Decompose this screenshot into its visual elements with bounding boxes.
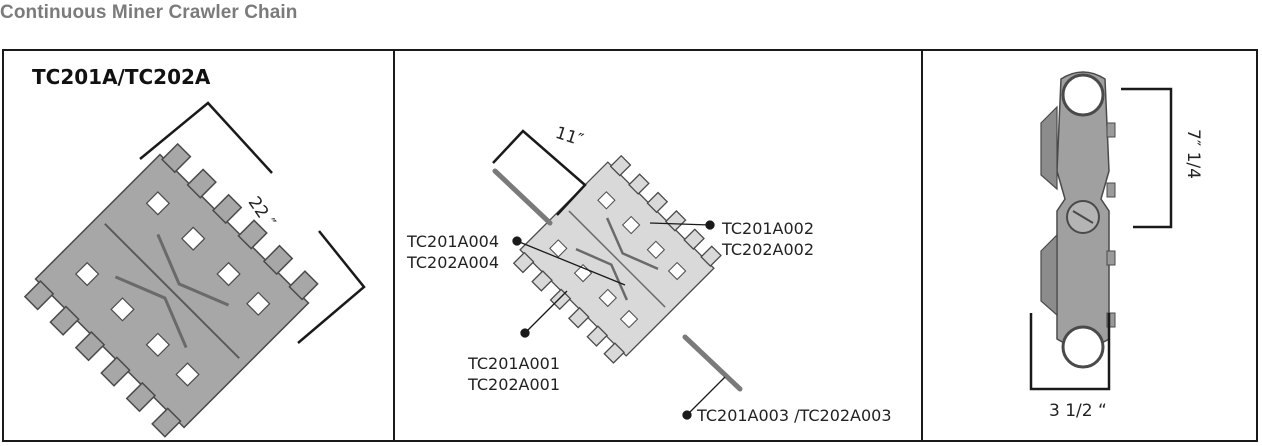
part-label-004: TC201A004 TC202A004 — [407, 232, 500, 272]
panel-middle: 11″ TC201A004 TC202A004 TC201A002 TC202A… — [395, 51, 921, 440]
crawler-pad-illustration — [23, 101, 366, 438]
panel-left: TC201A/TC202A — [4, 51, 393, 440]
model-title: TC201A/TC202A — [32, 65, 211, 89]
panel-right: 7″ 1/4 3 1/2 “ — [923, 51, 1258, 440]
part-label-003: TC201A003 /TC202A003 — [697, 406, 892, 425]
dimension-bracket-22 — [139, 101, 273, 174]
dimension-vertical: 7″ 1/4 — [1183, 129, 1203, 179]
dimension-horizontal: 3 1/2 “ — [1049, 401, 1107, 421]
diagram-frame: TC201A/TC202A — [2, 49, 1258, 442]
part-label-001: TC201A001 TC202A001 — [468, 354, 561, 394]
pin-bottom — [682, 334, 743, 392]
dimension-bracket-11 — [492, 129, 587, 216]
dimension-bracket-vertical — [1121, 87, 1173, 229]
exploded-pad-illustration — [492, 129, 743, 420]
dimension-bracket-horizontal — [1029, 313, 1111, 391]
chain-link-body — [1040, 71, 1116, 369]
divider-right — [921, 51, 923, 440]
part-label-002: TC201A002 TC202A002 — [722, 219, 815, 259]
chain-link-illustration — [1029, 71, 1173, 391]
pin-top — [492, 168, 553, 226]
page-title: Continuous Miner Crawler Chain — [0, 2, 298, 23]
divider-left — [393, 51, 395, 440]
